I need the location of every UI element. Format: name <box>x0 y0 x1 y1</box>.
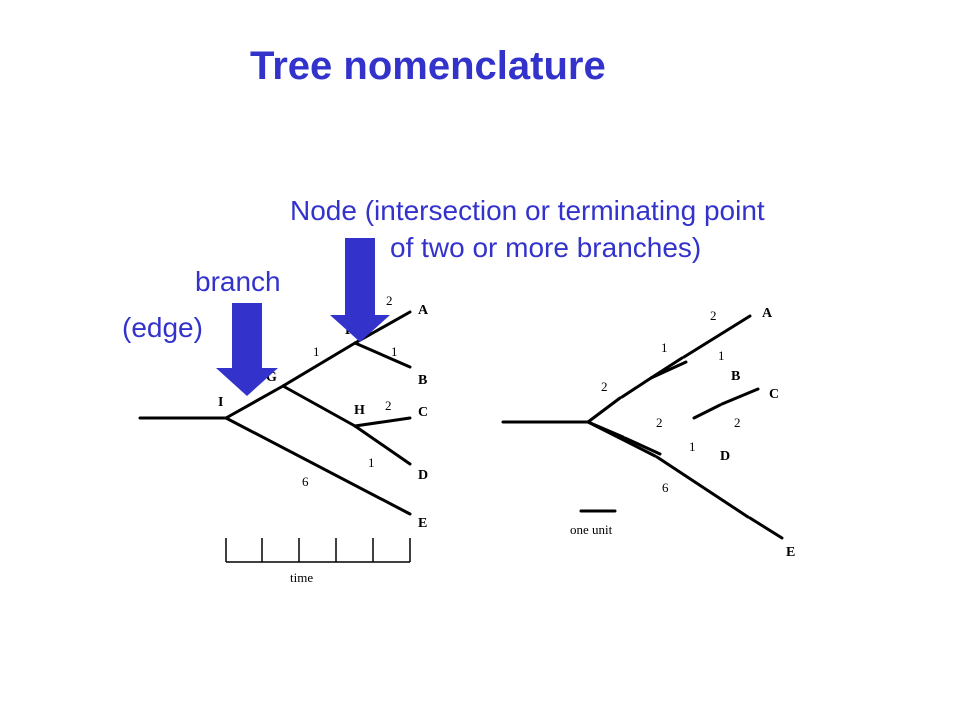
right-branch-root-E-seg1 <box>586 420 657 458</box>
left-branch-H-C <box>353 416 412 428</box>
left-node-label-I: I <box>218 395 223 410</box>
left-tree: I G F H A B C D E 2 1 1 2 1 6 <box>138 293 429 585</box>
node-arrow-icon <box>330 238 390 342</box>
time-scale: time <box>225 538 411 585</box>
right-length-E: 6 <box>662 480 669 495</box>
left-node-label-G: G <box>266 370 277 385</box>
right-tree: A B C D E 2 1 1 2 2 1 2 6 one unit <box>501 306 795 560</box>
right-taxon-C: C <box>769 387 779 402</box>
left-branch-F-B <box>353 341 412 369</box>
right-taxon-B: B <box>731 369 740 384</box>
node-annotation-line2: of two or more branches) <box>390 232 702 263</box>
left-taxon-C: C <box>418 405 428 420</box>
right-length-C: 2 <box>734 415 741 430</box>
branch-annotation-line1: branch <box>195 266 281 297</box>
slide-title: Tree nomenclature <box>250 44 606 88</box>
right-length-CD: 2 <box>656 415 663 430</box>
left-branch-I-G <box>224 384 285 420</box>
left-length-F-A: 2 <box>386 293 393 308</box>
right-length-B: 1 <box>718 348 725 363</box>
right-taxon-E: E <box>786 545 795 560</box>
right-branch-root-CD-seg2 <box>623 436 662 456</box>
right-length-D: 1 <box>689 439 696 454</box>
left-branch-G-F <box>281 341 357 388</box>
right-branch-AB-B <box>649 360 688 380</box>
right-length-AB-root: 2 <box>601 379 608 394</box>
right-branch-root-AB-seg1 <box>586 396 622 424</box>
left-branch-H-D <box>353 424 412 466</box>
right-branch-root-E-seg3 <box>748 516 784 540</box>
left-taxon-E: E <box>418 516 427 531</box>
right-taxon-D: D <box>720 449 730 464</box>
node-annotation-line1: Node (intersection or terminating point <box>290 195 765 226</box>
right-branch-CD-C-seg1 <box>692 403 722 420</box>
right-length-A: 2 <box>710 308 717 323</box>
right-branch-root-E-seg2 <box>655 455 750 519</box>
right-branch-root-AB-seg2 <box>620 376 653 399</box>
left-taxon-D: D <box>418 468 428 483</box>
right-length-AB: 1 <box>661 340 668 355</box>
one-unit-label: one unit <box>570 522 613 537</box>
time-scale-label: time <box>290 570 313 585</box>
left-branch-G-H <box>281 384 357 428</box>
left-length-I-E: 6 <box>302 474 309 489</box>
branch-arrow-icon <box>216 303 278 396</box>
left-branch-I-E <box>224 416 412 516</box>
left-node-label-H: H <box>354 403 365 418</box>
right-branch-CD-C-seg2 <box>720 387 760 406</box>
left-length-F-B: 1 <box>391 344 398 359</box>
right-branch-AB-A-seg2 <box>682 314 752 359</box>
left-length-G-F: 1 <box>313 344 320 359</box>
left-taxon-B: B <box>418 373 427 388</box>
left-taxon-A: A <box>418 303 429 318</box>
left-length-H-D: 1 <box>368 455 375 470</box>
right-taxon-A: A <box>762 306 773 321</box>
branch-annotation-line2: (edge) <box>122 312 203 343</box>
left-length-H-C: 2 <box>385 398 392 413</box>
